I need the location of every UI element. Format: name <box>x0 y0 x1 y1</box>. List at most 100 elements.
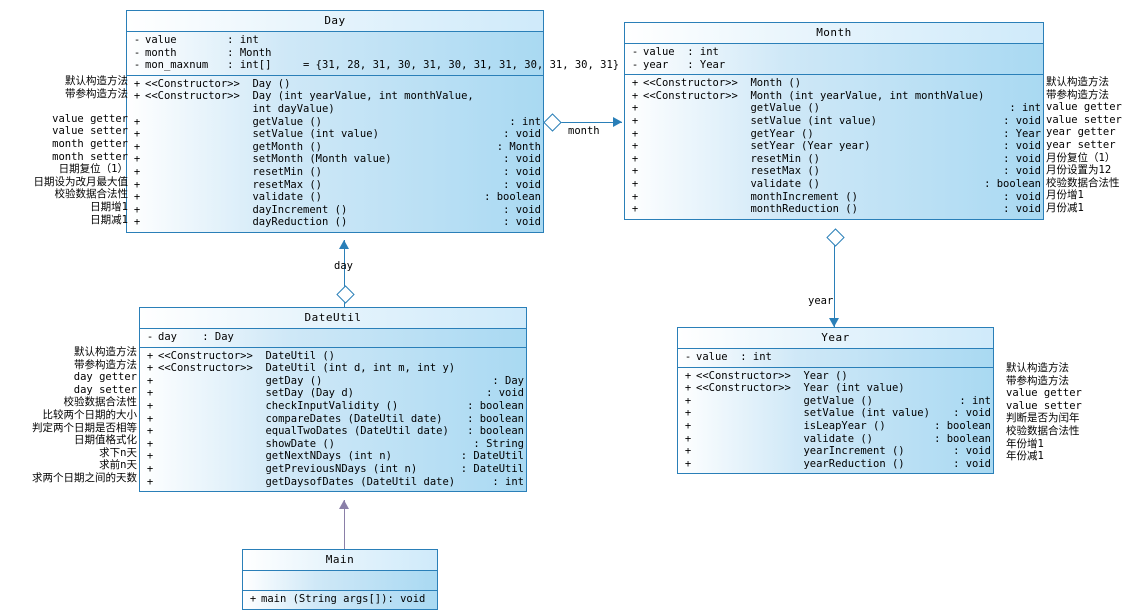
class-attributes-day: -value : int-month : Month-mon_maxnum : … <box>127 32 619 76</box>
member-return-type: : void <box>953 457 991 470</box>
member-return-type: : Month <box>496 140 541 153</box>
member-signature: <<Constructor>> Year () <box>696 369 848 382</box>
member-signature: mon_maxnum : int[] = {31, 28, 31, 30, 31… <box>145 59 620 72</box>
member-visibility: + <box>133 140 141 153</box>
uml-class-dateutil[interactable]: DateUtil -day : Day +<<Constructor>> Dat… <box>139 307 527 493</box>
uml-class-year[interactable]: Year -value : int +<<Constructor>> Year … <box>677 327 994 475</box>
annotation-line: day getter <box>73 371 137 384</box>
connector-label-day: day <box>334 260 353 272</box>
member-signature: <<Constructor>> Day (int yearValue, int … <box>145 90 474 103</box>
class-member-row: + yearReduction (): void <box>678 458 993 471</box>
member-visibility: + <box>631 77 639 90</box>
class-member-row: + resetMin (): void <box>625 153 1043 166</box>
member-visibility: + <box>631 140 639 153</box>
member-return-type: : Year <box>1003 127 1041 140</box>
member-return-type: : boolean <box>467 412 524 425</box>
uml-class-main[interactable]: Main +main (String args[]): void <box>242 549 438 610</box>
member-signature: checkInputValidity () <box>158 399 399 412</box>
member-return-type: : void <box>503 128 541 141</box>
aggregation-diamond-dateutil-day <box>336 285 355 304</box>
aggregation-diamond-month-year <box>826 228 845 247</box>
arrow-head-dateutil-day <box>339 240 349 249</box>
class-member-row: + isLeapYear (): boolean <box>678 420 993 433</box>
aggregation-diamond-day-month <box>543 113 562 132</box>
member-visibility: + <box>631 190 639 203</box>
class-member-row: -value : int <box>678 351 993 364</box>
member-signature: getMonth () <box>145 140 323 153</box>
class-member-row: + validate (): boolean <box>678 433 993 446</box>
annotation-line: 默认构造方法 <box>1006 362 1069 374</box>
member-signature: day : Day <box>158 331 234 343</box>
member-return-type: : boolean <box>934 419 991 432</box>
member-visibility: - <box>146 331 154 343</box>
class-member-row: + resetMin (): void <box>127 166 543 179</box>
annotation-line: 日期值格式化 <box>74 434 137 447</box>
member-visibility: + <box>146 387 154 400</box>
class-member-row: + setValue (int value): void <box>678 407 993 420</box>
annotation-line: year setter <box>1046 138 1116 151</box>
annotation-line <box>0 100 128 113</box>
member-signature: <<Constructor>> Month () <box>643 77 802 90</box>
class-operations-month: +<<Constructor>> Month ()+<<Constructor>… <box>625 75 1043 219</box>
member-signature: <<Constructor>> Year (int value) <box>696 382 905 395</box>
annotation-line: 求下n天 <box>99 446 137 459</box>
class-member-row: + validate (): boolean <box>625 178 1043 191</box>
member-signature: dayIncrement () <box>145 203 348 216</box>
member-signature: value : int <box>145 34 259 46</box>
member-signature: getValue () <box>643 102 821 115</box>
member-visibility: + <box>133 191 141 204</box>
annotation-line: 月份设置为12 <box>1046 164 1112 177</box>
member-visibility: + <box>631 177 639 190</box>
class-member-row: int dayValue) <box>127 103 543 116</box>
member-signature: setValue (int value) <box>643 114 877 127</box>
member-return-type: : void <box>503 203 541 216</box>
class-member-row: + dayIncrement (): void <box>127 204 543 217</box>
member-signature: value : int <box>643 46 719 58</box>
member-visibility: + <box>146 462 154 475</box>
member-return-type: : void <box>503 216 541 229</box>
member-return-type: : void <box>387 593 426 605</box>
member-signature: compareDates (DateUtil date) <box>158 412 443 425</box>
member-return-type: : void <box>503 153 541 166</box>
class-attributes-dateutil: -day : Day <box>140 329 526 348</box>
member-return-type: : void <box>1003 152 1041 165</box>
member-visibility: + <box>133 128 141 141</box>
uml-class-day[interactable]: Day -value : int-month : Month-mon_maxnu… <box>126 10 619 233</box>
member-visibility: - <box>684 351 692 363</box>
annotation-line: 日期增1 <box>90 200 128 213</box>
member-visibility: + <box>133 90 141 103</box>
class-member-row: + checkInputValidity (): boolean <box>140 400 526 413</box>
annotation-line: 年份减1 <box>1006 450 1044 463</box>
annotation-line: year getter <box>1046 126 1116 139</box>
annotation-line: value setter <box>52 125 128 138</box>
class-member-row: + dayReduction (): void <box>127 216 543 229</box>
uml-class-month[interactable]: Month -value : int-year : Year +<<Constr… <box>624 22 1044 220</box>
class-member-row: + getValue (): int <box>127 116 543 129</box>
member-signature: getValue () <box>696 394 874 407</box>
class-operations-dateutil: +<<Constructor>> DateUtil ()+<<Construct… <box>140 348 526 492</box>
annotation-line: value setter <box>1046 113 1122 126</box>
member-signature: monthReduction () <box>643 203 858 216</box>
class-member-row: +main (String args[]): void <box>243 593 437 606</box>
member-visibility: + <box>146 399 154 412</box>
member-return-type: : void <box>953 445 991 458</box>
member-visibility: + <box>631 102 639 115</box>
member-signature: main (String args[]) <box>261 593 388 605</box>
class-member-row: + getPreviousNDays (int n): DateUtil <box>140 463 526 476</box>
member-return-type: : boolean <box>467 425 524 438</box>
annotation-line: 校验数据合法性 <box>54 188 129 201</box>
member-signature: month : Month <box>145 46 272 59</box>
class-member-row: + setMonth (Month value): void <box>127 153 543 166</box>
member-return-type: : void <box>1003 203 1041 216</box>
member-return-type: : Day <box>492 374 524 387</box>
empty-compartment <box>243 573 437 587</box>
member-visibility: + <box>146 374 154 387</box>
class-member-row: + setDay (Day d): void <box>140 387 526 400</box>
class-operations-year: +<<Constructor>> Year ()+<<Constructor>>… <box>678 368 993 474</box>
annotation-line: 校验数据合法性 <box>63 396 138 409</box>
annotation-line: 判定两个日期是否相等 <box>32 421 137 434</box>
member-signature: setYear (Year year) <box>643 140 871 153</box>
annotation-line: 带参构造方法 <box>74 358 137 371</box>
annotation-line: 校验数据合法性 <box>1046 176 1120 189</box>
